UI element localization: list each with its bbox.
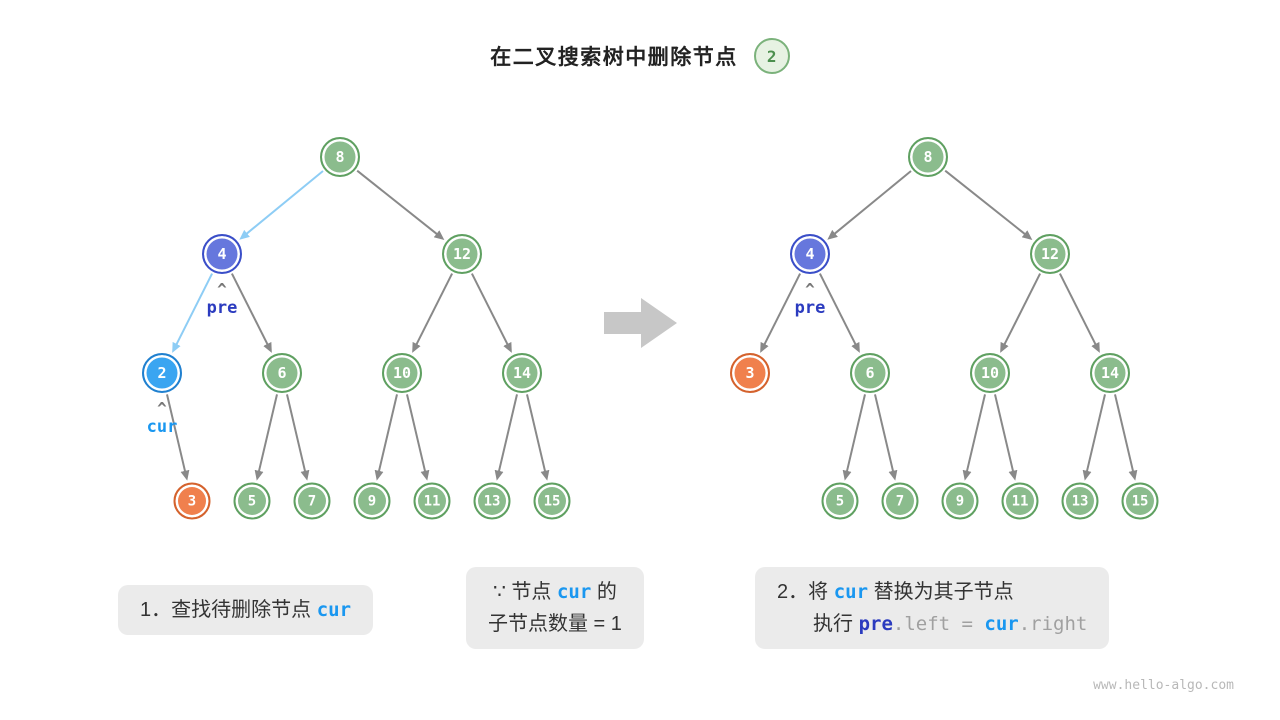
caret-up-icon: ^ xyxy=(157,399,167,418)
pointer-pre: ^ pre xyxy=(207,282,238,317)
node-value: 7 xyxy=(307,493,317,509)
left-node-14: 14 xyxy=(502,353,542,393)
caption-text: 的 xyxy=(591,581,617,603)
right-node-14: 14 xyxy=(1090,353,1130,393)
right-node-15: 15 xyxy=(1121,482,1159,520)
right-node-13: 13 xyxy=(1061,482,1099,520)
pre-label: pre xyxy=(794,298,826,318)
left-node-3: 3 xyxy=(173,482,211,520)
node-value: 10 xyxy=(980,364,1000,382)
transition-arrow-icon xyxy=(604,298,677,348)
inline-code-cur: cur xyxy=(984,613,1019,635)
tree-after-edges xyxy=(760,169,1138,481)
pre-label: pre xyxy=(206,298,238,318)
right-node-3: 3 xyxy=(730,353,770,393)
caption-text: 子节点数量 = 1 xyxy=(488,613,622,635)
node-value: 12 xyxy=(452,245,472,263)
right-node-12: 12 xyxy=(1030,234,1070,274)
right-node-8: 8 xyxy=(908,137,948,177)
right-node-7: 7 xyxy=(881,482,919,520)
inline-code-cur: cur xyxy=(316,599,352,621)
node-value: 12 xyxy=(1040,245,1060,263)
watermark: www.hello-algo.com xyxy=(1093,678,1234,693)
node-value: 13 xyxy=(1071,493,1089,509)
left-node-8: 8 xyxy=(320,137,360,177)
right-node-11: 11 xyxy=(1001,482,1039,520)
caption-text: 替换为其子节点 xyxy=(868,581,1014,603)
left-node-2: 2 xyxy=(142,353,182,393)
node-value: 2 xyxy=(157,364,167,382)
node-value: 4 xyxy=(217,245,227,263)
node-value: 11 xyxy=(1011,493,1029,509)
left-node-11: 11 xyxy=(413,482,451,520)
left-node-5: 5 xyxy=(233,482,271,520)
inline-code-pre: pre xyxy=(858,613,893,635)
left-node-12: 12 xyxy=(442,234,482,274)
inline-code-cur: cur xyxy=(833,581,869,603)
tree-before: 8 4 12 2 6 10 14 3 5 7 9 11 13 15 ^ pre … xyxy=(118,130,588,530)
inline-code-right: .right xyxy=(1018,613,1088,635)
inline-code-cur: cur xyxy=(556,581,592,603)
right-node-10: 10 xyxy=(970,353,1010,393)
right-node-9: 9 xyxy=(941,482,979,520)
node-value: 9 xyxy=(955,493,965,509)
diagram-header: 在二叉搜索树中删除节点 2 xyxy=(0,38,1280,74)
node-value: 15 xyxy=(1131,493,1149,509)
caption-text: 执行 xyxy=(813,613,859,635)
node-value: 15 xyxy=(543,493,561,509)
caption-text: 1．查找待删除节点 xyxy=(140,599,317,621)
node-value: 5 xyxy=(247,493,257,509)
left-node-6: 6 xyxy=(262,353,302,393)
node-value: 6 xyxy=(277,364,287,382)
node-value: 11 xyxy=(423,493,441,509)
pointer-pre: ^ pre xyxy=(795,282,826,317)
left-node-4: 4 xyxy=(202,234,242,274)
right-node-4: 4 xyxy=(790,234,830,274)
node-value: 3 xyxy=(745,364,755,382)
left-node-7: 7 xyxy=(293,482,331,520)
left-node-10: 10 xyxy=(382,353,422,393)
caption-text: 2．将 xyxy=(777,581,834,603)
node-value: 3 xyxy=(187,493,197,509)
node-value: 14 xyxy=(512,364,532,382)
left-node-15: 15 xyxy=(533,482,571,520)
tree-after: 8 4 12 3 6 10 14 5 7 9 11 13 15 ^ pre xyxy=(706,130,1176,530)
node-value: 5 xyxy=(835,493,845,509)
node-value: 10 xyxy=(392,364,412,382)
right-node-5: 5 xyxy=(821,482,859,520)
node-value: 9 xyxy=(367,493,377,509)
inline-code-left: .left = xyxy=(892,613,985,635)
page-title: 在二叉搜索树中删除节点 xyxy=(490,46,738,69)
node-value: 7 xyxy=(895,493,905,509)
node-value: 8 xyxy=(923,148,933,166)
node-value: 4 xyxy=(805,245,815,263)
caption-condition: ∵ 节点 cur 的 子节点数量 = 1 xyxy=(466,567,644,649)
node-value: 8 xyxy=(335,148,345,166)
pointer-cur: ^ cur xyxy=(147,401,178,436)
caption-step2: 2．将 cur 替换为其子节点 执行 pre.left = cur.right xyxy=(755,567,1110,649)
tree-before-edges xyxy=(166,169,550,481)
node-value: 14 xyxy=(1100,364,1120,382)
caption-text: ∵ 节点 xyxy=(493,581,557,603)
caret-up-icon: ^ xyxy=(217,280,227,299)
cur-label: cur xyxy=(146,417,178,437)
left-node-13: 13 xyxy=(473,482,511,520)
caption-step1: 1．查找待删除节点 cur xyxy=(118,585,374,635)
caret-up-icon: ^ xyxy=(805,280,815,299)
title-badge-value: 2 xyxy=(766,46,777,66)
right-node-6: 6 xyxy=(850,353,890,393)
node-value: 6 xyxy=(865,364,875,382)
title-badge: 2 xyxy=(753,38,790,74)
node-value: 13 xyxy=(483,493,501,509)
left-node-9: 9 xyxy=(353,482,391,520)
